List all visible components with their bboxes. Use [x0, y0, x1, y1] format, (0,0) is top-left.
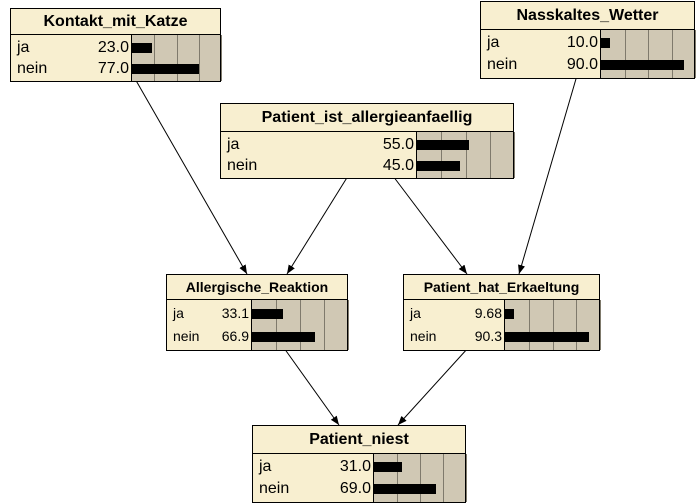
- edge-kontakt-to-reaktion: [133, 76, 248, 275]
- state-value: 10.0: [566, 34, 598, 51]
- edge-allergie-to-reaktion: [286, 175, 349, 275]
- gridline: [553, 300, 554, 350]
- state-row[interactable]: nein 69.0: [253, 478, 465, 500]
- state-value: 55.0: [382, 136, 414, 153]
- edge-allergie-to-erkaeltung: [392, 175, 468, 275]
- node-title: Patient_ist_allergieanfaellig: [221, 104, 513, 132]
- node-title: Kontakt_mit_Katze: [11, 9, 220, 35]
- gridline: [648, 30, 649, 78]
- state-label: ja: [17, 39, 30, 56]
- state-label: ja: [410, 305, 421, 321]
- gridline: [466, 132, 467, 178]
- gridline: [324, 300, 325, 350]
- belief-bar: [252, 309, 283, 319]
- gridline: [300, 300, 301, 350]
- node-body: ja 23.0 nein 77.0: [11, 35, 222, 81]
- gridline: [625, 30, 626, 78]
- edge-erkaeltung-to-niest: [397, 347, 469, 426]
- state-row[interactable]: nein 90.0: [481, 54, 694, 76]
- gridline: [276, 300, 277, 350]
- belief-bar: [417, 161, 460, 171]
- edge-reaktion-to-niest: [283, 347, 340, 426]
- belief-bar: [417, 140, 469, 150]
- belief-bar: [601, 60, 684, 70]
- state-value: 23.0: [97, 39, 129, 56]
- node-title: Patient_hat_Erkaeltung: [404, 275, 599, 300]
- belief-bar: [132, 64, 199, 74]
- belief-bar: [374, 462, 402, 472]
- state-value: 90.0: [566, 56, 598, 73]
- gridline: [514, 132, 515, 178]
- node-body: ja 31.0 nein 69.0: [253, 454, 467, 502]
- state-row[interactable]: ja 55.0: [221, 134, 513, 155]
- gridline: [490, 132, 491, 178]
- belief-bar-panel: [600, 30, 696, 78]
- state-value: 33.1: [221, 305, 249, 321]
- node-title: Nasskaltes_Wetter: [481, 2, 694, 30]
- belief-bar: [252, 332, 315, 342]
- state-row[interactable]: nein 66.9: [167, 325, 347, 348]
- gridline: [420, 454, 421, 502]
- state-label: ja: [173, 305, 184, 321]
- belief-bar: [132, 43, 152, 53]
- node-body: ja 55.0 nein 45.0: [221, 132, 515, 178]
- state-value: 77.0: [97, 60, 129, 77]
- belief-bar: [505, 332, 589, 342]
- state-label: ja: [259, 458, 272, 475]
- state-value: 90.3: [474, 328, 502, 344]
- state-label: nein: [173, 328, 200, 344]
- state-value: 9.68: [474, 305, 502, 321]
- state-value: 66.9: [221, 328, 249, 344]
- state-label: nein: [410, 328, 437, 344]
- state-label: nein: [487, 56, 518, 73]
- belief-bar: [374, 484, 436, 494]
- gridline: [177, 35, 178, 81]
- gridline: [695, 30, 696, 78]
- gridline: [600, 300, 601, 350]
- node-body: ja 9.68 nein 90.3: [404, 300, 601, 350]
- edge-wetter-to-erkaeltung: [518, 71, 579, 275]
- state-row[interactable]: ja 31.0: [253, 456, 465, 478]
- gridline: [199, 35, 200, 81]
- gridline: [397, 454, 398, 502]
- state-label: nein: [17, 60, 48, 77]
- state-row[interactable]: ja 9.68: [404, 302, 599, 325]
- state-label: ja: [487, 34, 500, 51]
- state-row[interactable]: nein 45.0: [221, 155, 513, 176]
- gridline: [672, 30, 673, 78]
- node-body: ja 33.1 nein 66.9: [167, 300, 349, 350]
- state-row[interactable]: ja 10.0: [481, 32, 694, 54]
- node-title: Patient_niest: [253, 426, 465, 454]
- gridline: [221, 35, 222, 81]
- node-title: Allergische_Reaktion: [167, 275, 347, 300]
- state-row[interactable]: nein 77.0: [11, 58, 220, 79]
- gridline: [348, 300, 349, 350]
- gridline: [441, 132, 442, 178]
- state-value: 69.0: [339, 480, 371, 497]
- gridline: [529, 300, 530, 350]
- node-body: ja 10.0 nein 90.0: [481, 30, 696, 78]
- state-row[interactable]: ja 33.1: [167, 302, 347, 325]
- state-row[interactable]: ja 23.0: [11, 37, 220, 58]
- state-label: nein: [227, 157, 258, 174]
- gridline: [443, 454, 444, 502]
- gridline: [466, 454, 467, 502]
- state-value: 45.0: [382, 157, 414, 174]
- belief-bar: [505, 309, 514, 319]
- state-label: ja: [227, 136, 240, 153]
- gridline: [154, 35, 155, 81]
- state-label: nein: [259, 480, 290, 497]
- gridline: [576, 300, 577, 350]
- state-row[interactable]: nein 90.3: [404, 325, 599, 348]
- belief-bar: [601, 38, 610, 48]
- state-value: 31.0: [339, 458, 371, 475]
